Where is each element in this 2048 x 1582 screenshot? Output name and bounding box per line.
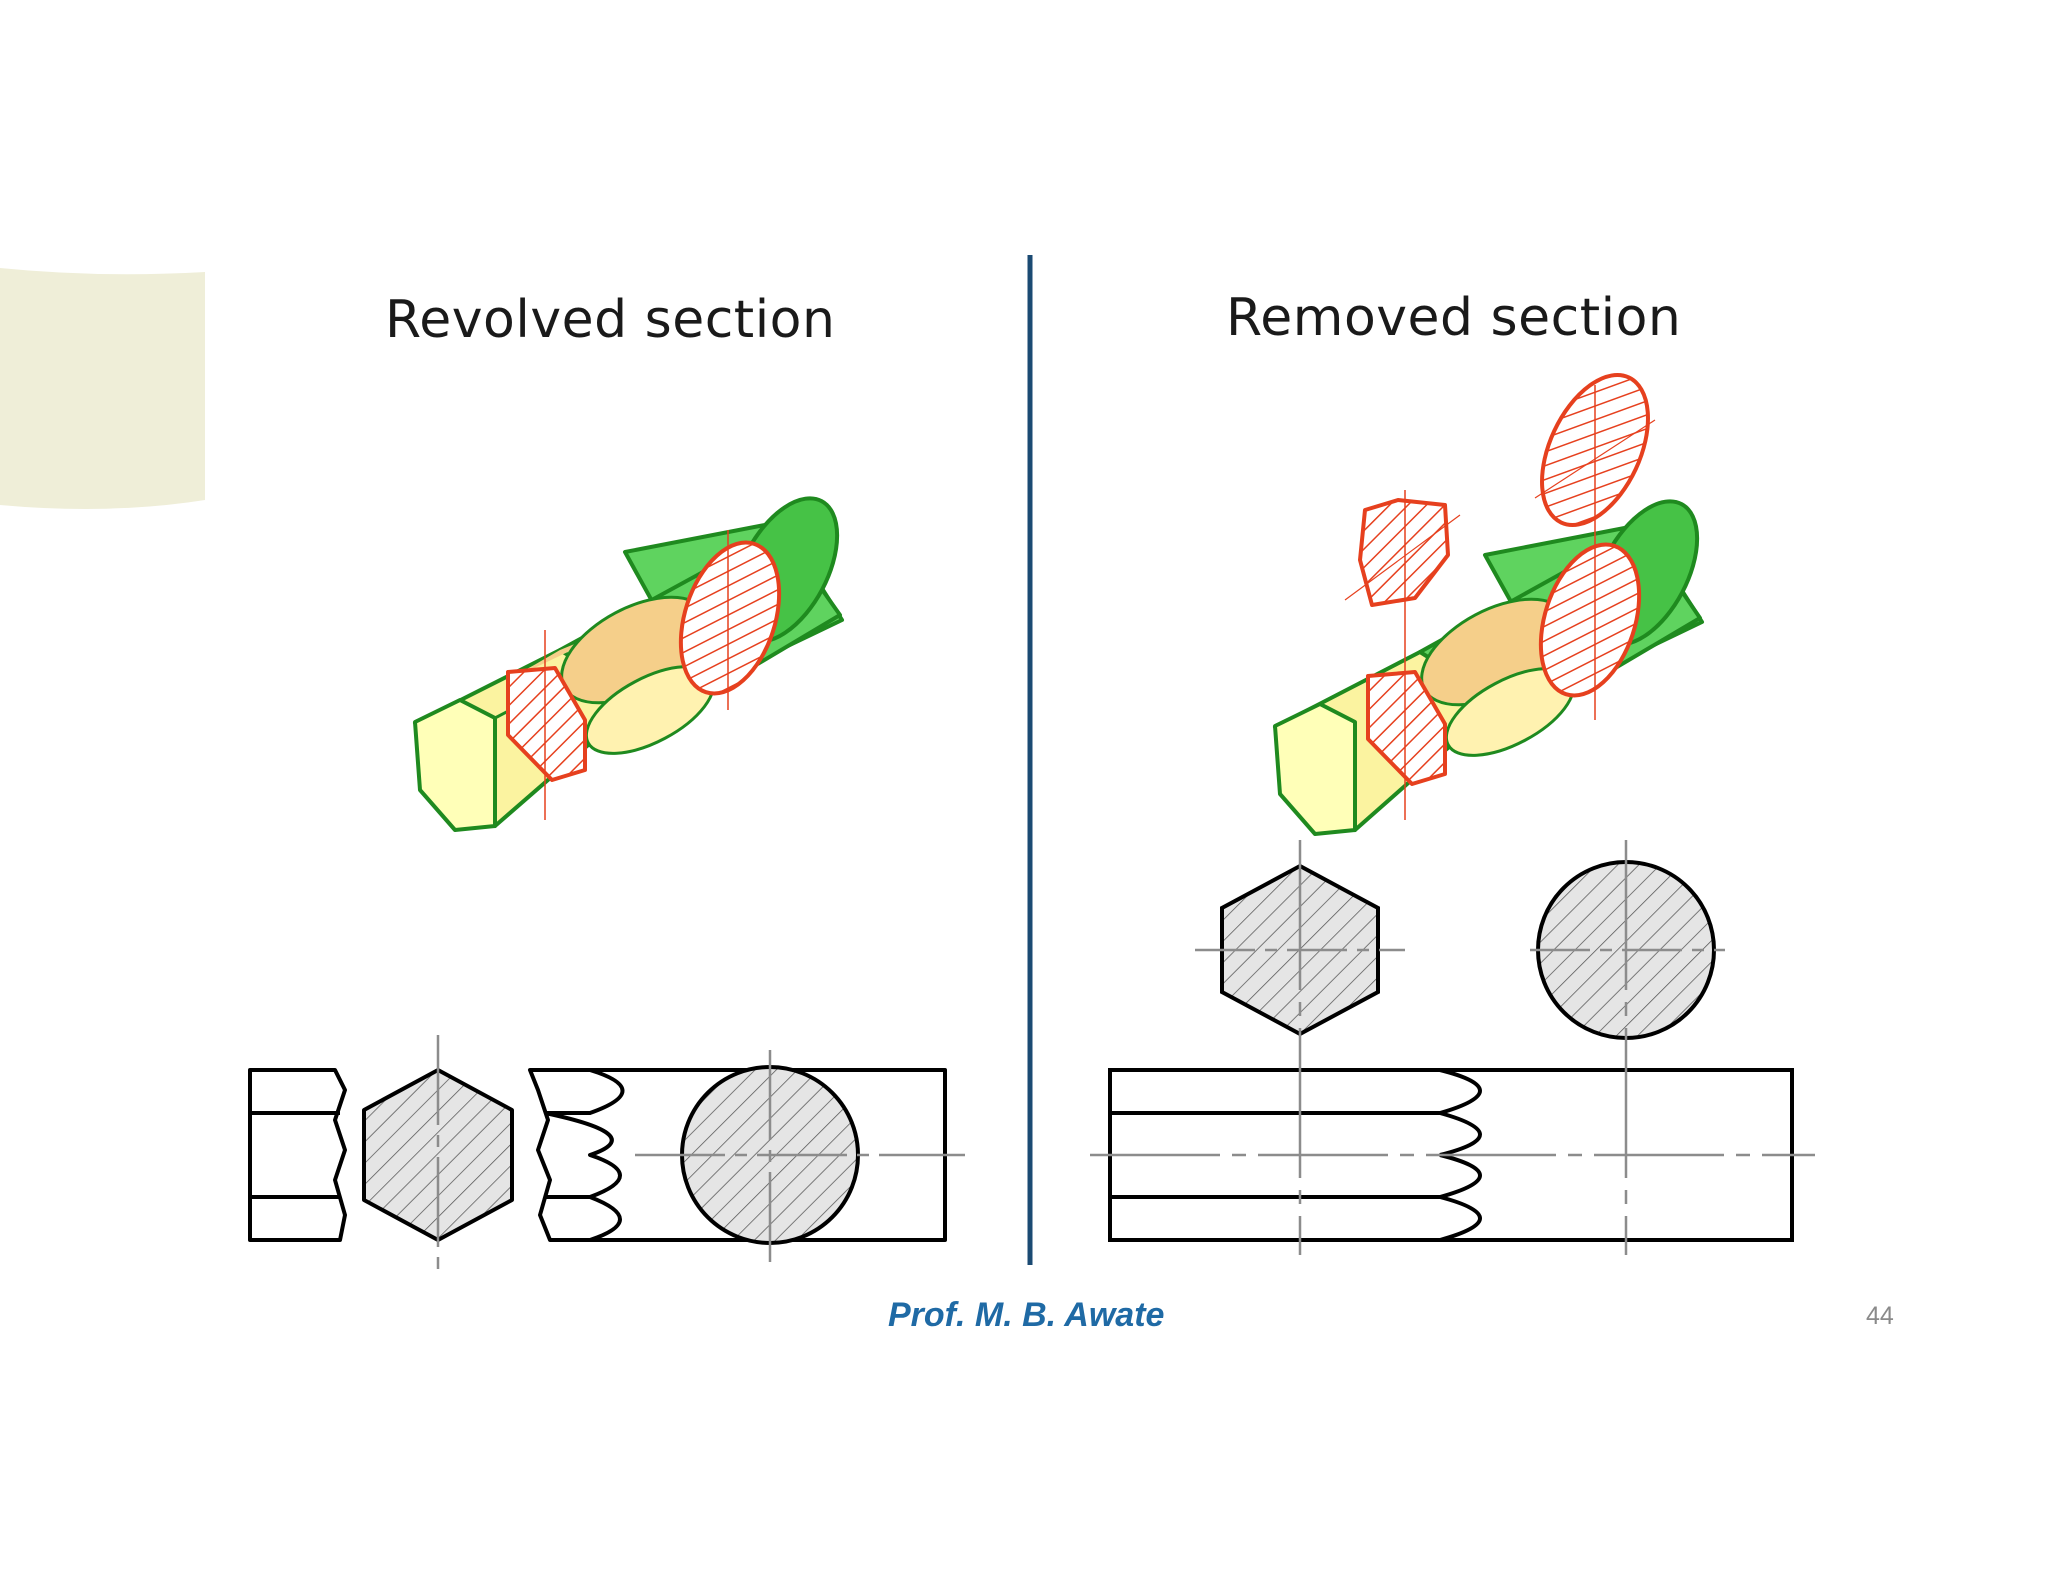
author-footer: Prof. M. B. Awate bbox=[888, 1296, 1165, 1334]
slide-tab bbox=[0, 268, 205, 509]
removed-isometric-shaft bbox=[1273, 373, 1704, 836]
removed-section-title: Removed section bbox=[1226, 288, 1682, 348]
removed-shaft-elevation bbox=[1090, 840, 1815, 1255]
revolved-shaft-elevation bbox=[248, 1035, 965, 1270]
removed-section-views bbox=[1195, 860, 1725, 1040]
revolved-section-title: Revolved section bbox=[385, 290, 836, 350]
revolved-isometric-shaft bbox=[413, 496, 844, 832]
page-number: 44 bbox=[1866, 1302, 1894, 1330]
